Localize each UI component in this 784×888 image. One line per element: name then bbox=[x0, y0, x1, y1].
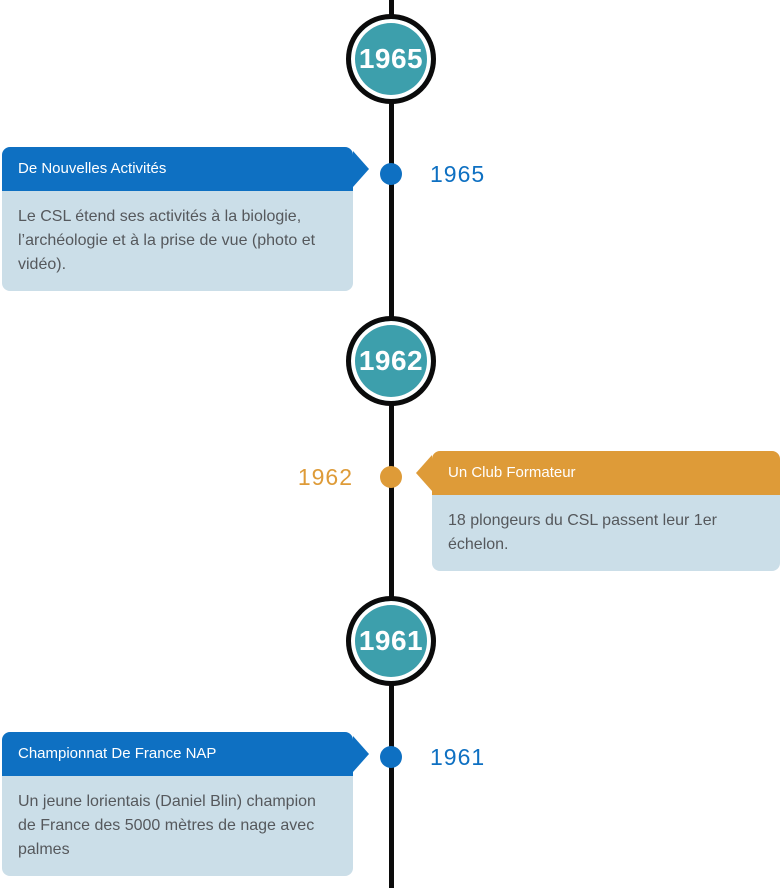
event-marker-dot-1962 bbox=[380, 466, 402, 488]
event-title[interactable]: Un Club Formateur bbox=[432, 451, 780, 495]
event-year-label-1961: 1961 bbox=[430, 744, 486, 770]
era-badge-1965: 1965 bbox=[346, 14, 436, 104]
event-marker-dot-1961 bbox=[380, 746, 402, 768]
event-card-1965: De Nouvelles Activités Le CSL étend ses … bbox=[2, 147, 353, 291]
era-badge-year: 1965 bbox=[358, 43, 424, 74]
era-badge-1962: 1962 bbox=[346, 316, 436, 406]
event-card-1961: Championnat De France NAP Un jeune lorie… bbox=[2, 732, 353, 876]
event-marker-dot-1965 bbox=[380, 163, 402, 185]
event-title[interactable]: Championnat De France NAP bbox=[2, 732, 353, 776]
event-year-label-1962: 1962 bbox=[297, 464, 353, 490]
timeline-axis-line bbox=[389, 0, 394, 888]
event-description: 18 plongeurs du CSL passent leur 1er éch… bbox=[432, 495, 780, 571]
era-badge-1961: 1961 bbox=[346, 596, 436, 686]
event-title[interactable]: De Nouvelles Activités bbox=[2, 147, 353, 191]
era-badge-year: 1962 bbox=[358, 345, 424, 376]
event-description: Un jeune lorientais (Daniel Blin) champi… bbox=[2, 776, 353, 876]
era-badge-year: 1961 bbox=[358, 625, 424, 656]
event-card-1962: Un Club Formateur 18 plongeurs du CSL pa… bbox=[432, 451, 780, 571]
event-description: Le CSL étend ses activités à la biologie… bbox=[2, 191, 353, 291]
event-year-label-1965: 1965 bbox=[430, 161, 486, 187]
